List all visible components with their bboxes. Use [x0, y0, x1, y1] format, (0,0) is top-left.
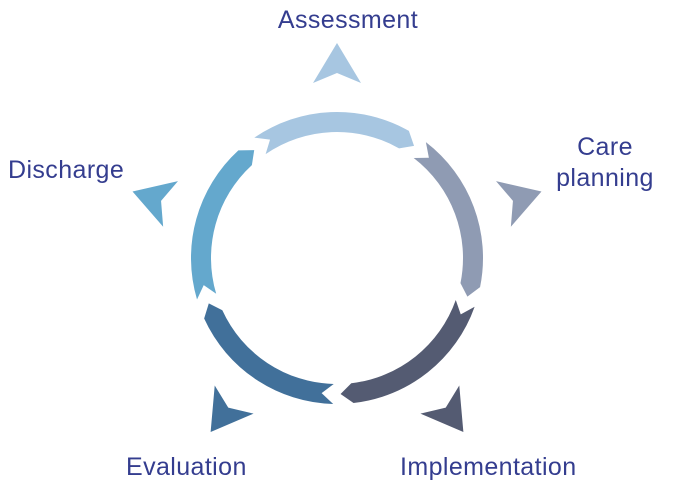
label-implementation: Implementation	[400, 453, 577, 481]
cycle-segment-discharge	[190, 150, 255, 300]
cycle-segment-care-planning	[413, 142, 484, 297]
label-care-planning-line-1: Care	[577, 133, 633, 161]
pointer-triangle-care-planning	[496, 181, 542, 227]
pointer-triangle-discharge	[132, 181, 178, 227]
label-care-planning-line-2: planning	[556, 164, 654, 192]
pointer-triangle-implementation	[420, 385, 464, 432]
cycle-segment-evaluation	[204, 303, 334, 404]
label-discharge: Discharge	[8, 156, 125, 184]
label-evaluation: Evaluation	[126, 453, 247, 481]
cycle-segment-implementation	[340, 300, 475, 404]
pointer-triangle-assessment	[313, 43, 361, 83]
label-care-planning: Care planning	[538, 132, 672, 194]
cycle-segment-assessment	[254, 112, 415, 155]
label-assessment: Assessment	[277, 6, 419, 34]
pointer-triangle-evaluation	[210, 385, 254, 432]
